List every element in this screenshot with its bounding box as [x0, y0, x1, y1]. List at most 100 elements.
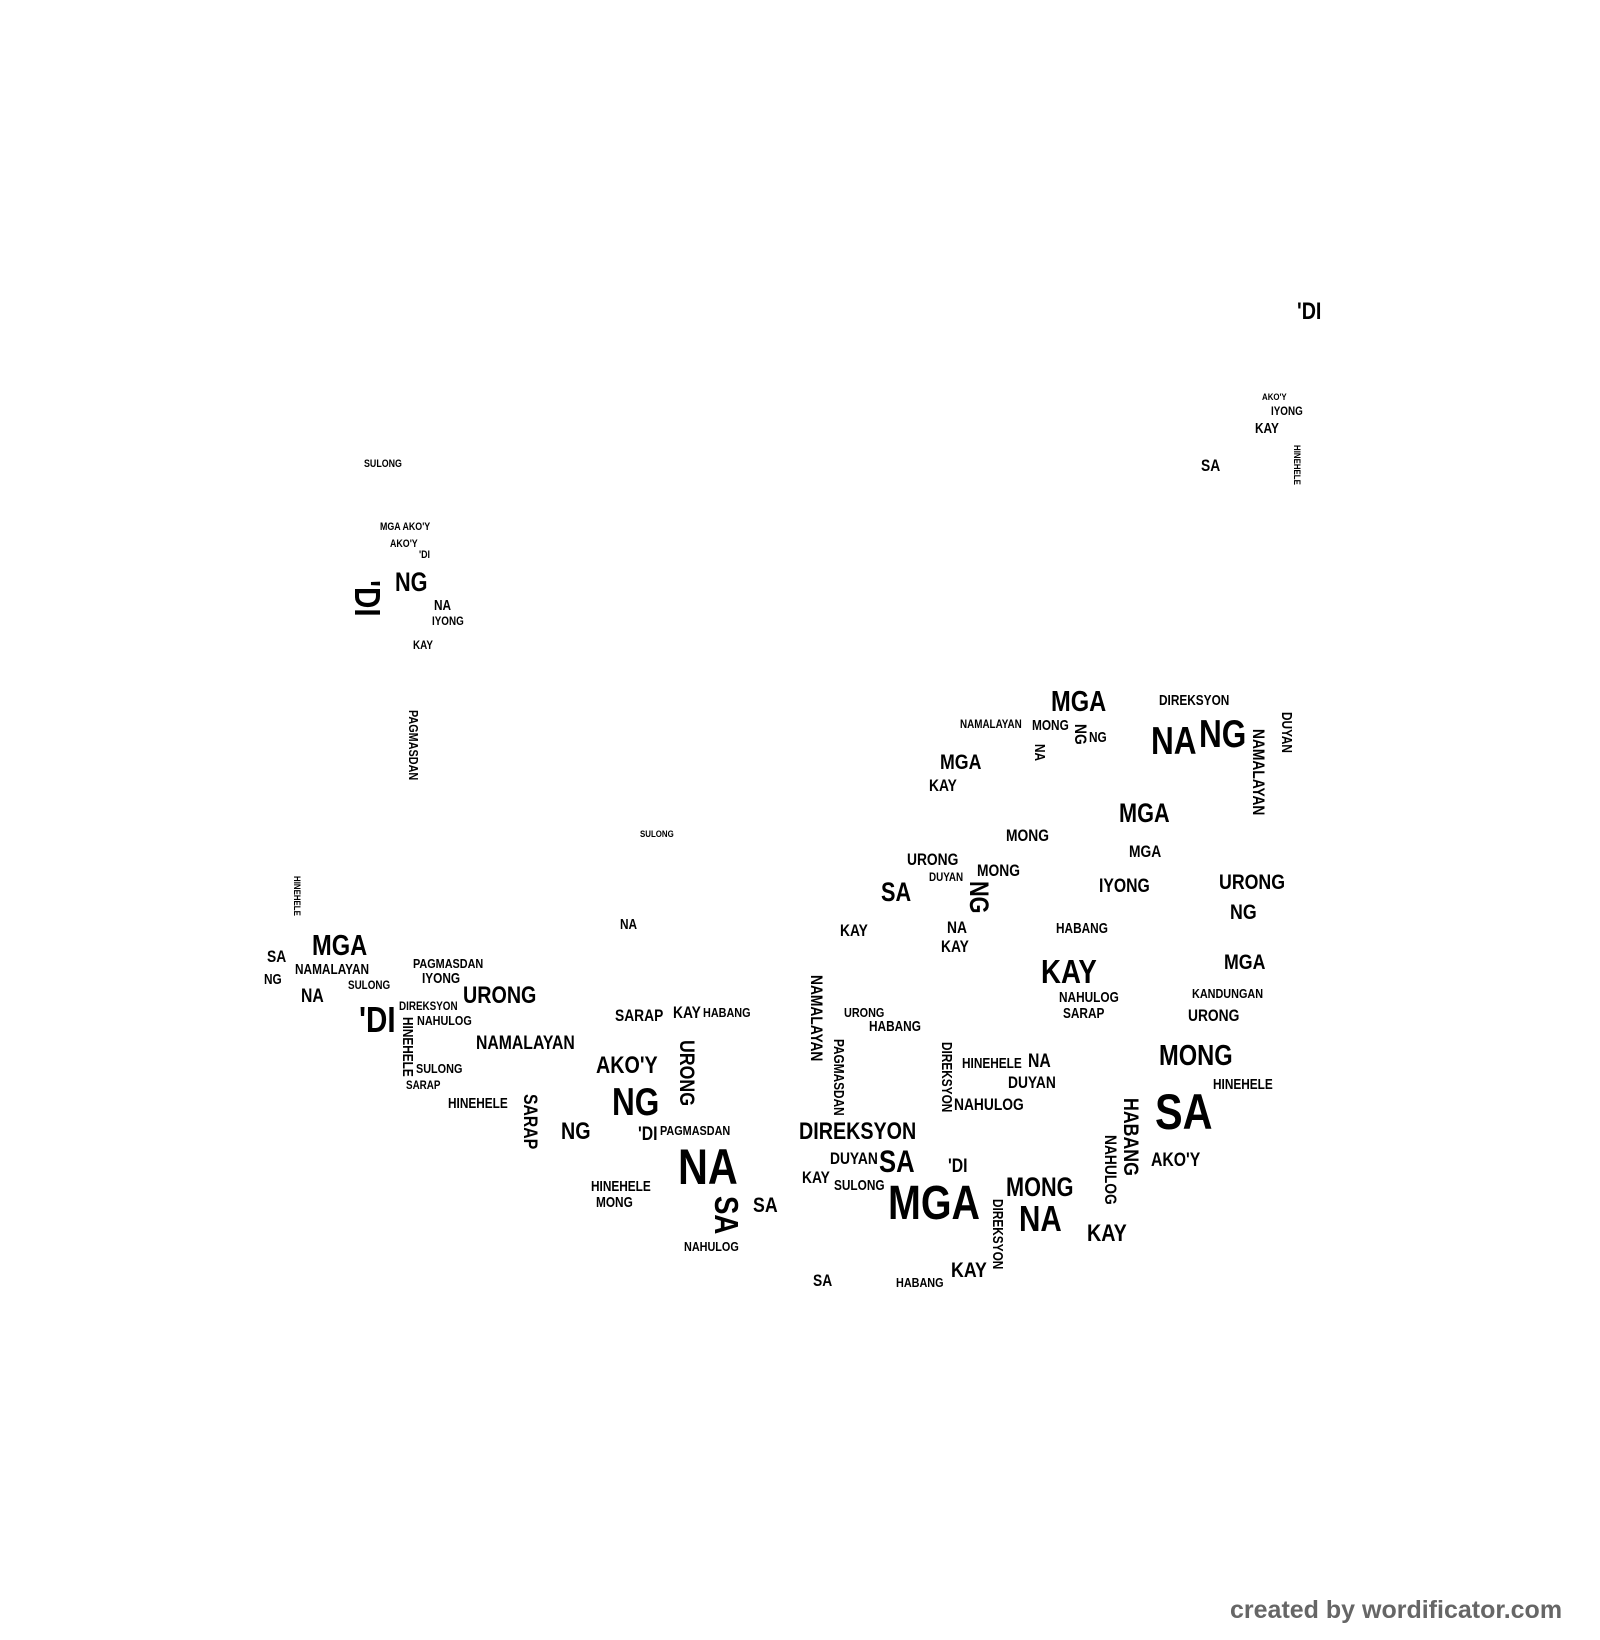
word: HABANG: [702, 1004, 751, 1020]
word: DUYAN: [1277, 712, 1294, 754]
word: NG: [1089, 729, 1108, 746]
word: DUYAN: [830, 1148, 879, 1168]
word: AKO'Y: [390, 537, 418, 550]
word: DIREKSYON: [988, 1199, 1005, 1270]
word: KAY: [1086, 1220, 1127, 1248]
word: NAHULOG: [684, 1239, 739, 1255]
word: HABANG: [1119, 1097, 1145, 1176]
word: HINEHELE: [962, 1055, 1023, 1072]
word: HINEHELE: [1213, 1077, 1274, 1094]
word: SA: [880, 877, 911, 907]
word: URONG: [674, 1040, 700, 1107]
word: SULONG: [364, 458, 402, 470]
word: NAHULOG: [416, 1013, 472, 1029]
word: NAHULOG: [1058, 989, 1119, 1006]
word: SULONG: [348, 978, 391, 993]
word: DIREKSYON: [799, 1117, 917, 1145]
word: IYONG: [1270, 404, 1303, 419]
word: HABANG: [896, 1274, 944, 1290]
word: SA: [879, 1144, 915, 1180]
word: NG: [611, 1081, 660, 1125]
word: HINEHELE: [1291, 444, 1303, 485]
word: KAY: [928, 776, 957, 796]
word: HINEHELE: [399, 1017, 416, 1077]
word: NAMALAYAN: [807, 974, 827, 1062]
word: SA: [753, 1192, 778, 1218]
word: 'DI: [948, 1155, 968, 1177]
footer-credit: created by wordificator.com: [1230, 1596, 1563, 1624]
word: SARAP: [615, 1006, 664, 1026]
word: KAY: [672, 1003, 701, 1023]
word: MGA: [1128, 842, 1161, 862]
word: DUYAN: [928, 869, 963, 884]
word: MGA AKO'Y: [379, 520, 430, 533]
word: NA: [1150, 719, 1197, 763]
word: NAMALAYAN: [475, 1033, 575, 1055]
word: SULONG: [416, 1061, 463, 1077]
word: NA: [677, 1138, 738, 1196]
word: URONG: [843, 1004, 884, 1020]
word: NG: [963, 881, 994, 914]
word: AKO'Y: [596, 1051, 658, 1079]
word: HABANG: [869, 1018, 922, 1035]
word: URONG: [906, 850, 959, 870]
word: SULONG: [833, 1178, 885, 1195]
word: PAGMASDAN: [413, 955, 484, 971]
word: KANDUNGAN: [1192, 986, 1264, 1002]
word: NA: [620, 917, 638, 934]
word: NAHULOG: [953, 1095, 1024, 1115]
word: 'DI: [1297, 297, 1322, 325]
word: IYONG: [1099, 876, 1151, 898]
word: MONG: [976, 860, 1020, 880]
word: 'DI: [419, 549, 431, 562]
word: NG: [1070, 723, 1090, 745]
word: DIREKSYON: [1158, 692, 1230, 709]
word: URONG: [1188, 1006, 1240, 1026]
word: NG: [1198, 712, 1247, 756]
word: NG: [1230, 899, 1257, 925]
word: IYONG: [422, 970, 461, 987]
word: HABANG: [1056, 920, 1109, 937]
word: AKO'Y: [1261, 392, 1287, 404]
word: KAY: [941, 937, 970, 957]
word: SARAP: [518, 1093, 540, 1150]
word: NAHULOG: [1101, 1134, 1121, 1205]
word: SA: [1154, 1082, 1213, 1140]
word: PAGMASDAN: [406, 709, 422, 781]
word: NG: [263, 971, 282, 988]
word: SARAP: [1062, 1005, 1105, 1022]
word: PAGMASDAN: [660, 1123, 731, 1139]
word: PAGMASDAN: [830, 1038, 847, 1116]
word: MONG: [1158, 1040, 1233, 1073]
word: 'DI: [638, 1124, 658, 1146]
word: KAY: [1255, 420, 1280, 437]
word: HINEHELE: [291, 875, 303, 916]
word: NG: [560, 1117, 591, 1145]
word: SA: [707, 1196, 745, 1235]
word: SA: [812, 1270, 832, 1290]
word: MGA: [1051, 686, 1107, 719]
word: MONG: [1006, 1171, 1074, 1202]
word: SA: [1200, 456, 1220, 476]
word: URONG: [1218, 868, 1285, 894]
word: NA: [1031, 743, 1047, 761]
word: KAY: [1040, 953, 1097, 991]
word: MGA: [1119, 797, 1170, 828]
word: MGA: [940, 748, 982, 774]
word: SULONG: [640, 828, 674, 840]
word: HINEHELE: [447, 1096, 508, 1113]
word: AKO'Y: [1150, 1150, 1200, 1172]
word: MGA: [311, 930, 367, 963]
word: NAMALAYAN: [294, 962, 370, 979]
word: MONG: [1006, 826, 1050, 846]
word: 'DI: [358, 998, 396, 1040]
word: NAMALAYAN: [960, 716, 1022, 731]
word: KAY: [951, 1256, 988, 1282]
word: KAY: [413, 638, 434, 653]
word: SARAP: [405, 1077, 441, 1092]
word: DUYAN: [1008, 1073, 1057, 1093]
word: NA: [1019, 1198, 1063, 1240]
word: DIREKSYON: [937, 1041, 954, 1113]
word: MGA: [1223, 949, 1266, 975]
